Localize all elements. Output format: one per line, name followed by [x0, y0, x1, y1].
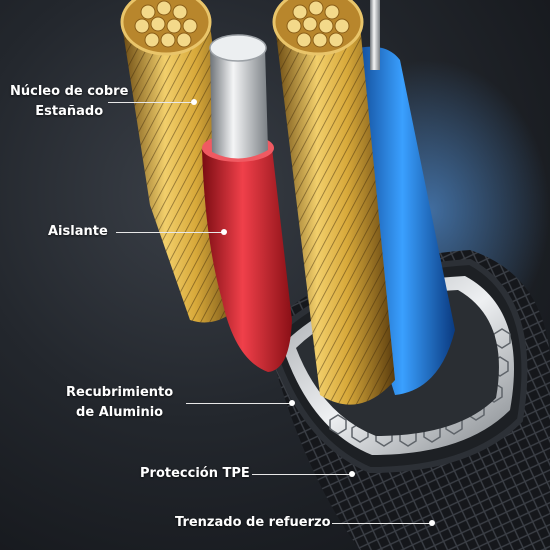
copper-core-leader-line — [108, 102, 194, 103]
braided-reinforcement-marker-dot — [429, 520, 435, 526]
insulation-label: Aislante — [48, 224, 108, 239]
insulation-leader-line — [116, 232, 224, 233]
silver-conductor-end — [209, 34, 267, 62]
copper-core-marker-dot — [191, 99, 197, 105]
copper-core-label: Núcleo de cobre Estañado — [10, 84, 129, 119]
silver-conductor — [210, 41, 268, 159]
red-insulated-wire — [202, 139, 292, 372]
tpe-protection-marker-dot — [349, 471, 355, 477]
braided-reinforcement-leader-line — [332, 523, 432, 524]
aluminum-coating-marker-dot — [289, 400, 295, 406]
copper-strands-left — [134, 0, 198, 48]
blue-wire-conductor — [370, 0, 380, 70]
braided-reinforcement-label: Trenzado de refuerzo — [175, 515, 331, 530]
tpe-protection-label: Protección TPE — [140, 466, 250, 481]
insulation-marker-dot — [221, 229, 227, 235]
aluminum-coating-label: Recubrimiento de Aluminio — [66, 385, 174, 420]
copper-strands-right — [286, 0, 350, 48]
aluminum-coating-leader-line — [186, 403, 292, 404]
tpe-protection-leader-line — [252, 474, 352, 475]
